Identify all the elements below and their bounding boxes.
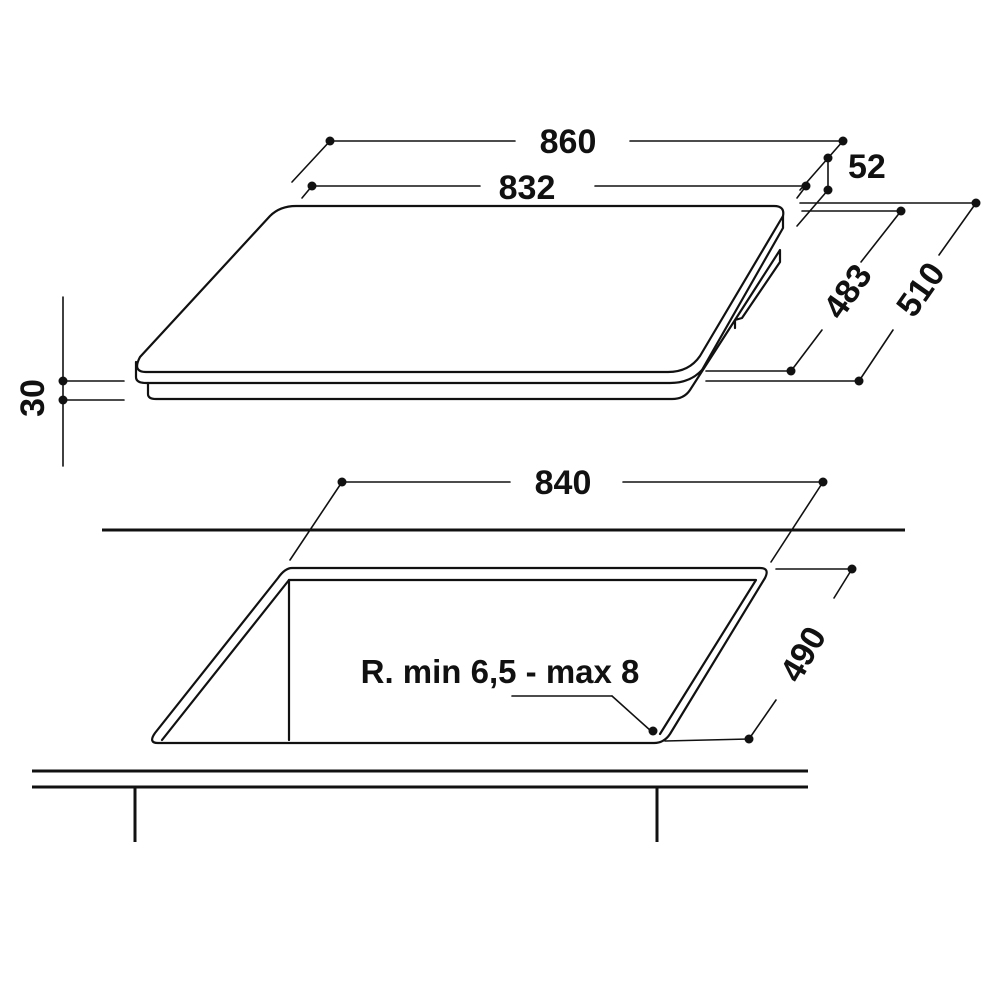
dim-832-label: 832 bbox=[499, 169, 556, 207]
dim-30-label: 30 bbox=[14, 379, 52, 417]
dim-840: 840 bbox=[289, 464, 828, 563]
dim-483-label: 483 bbox=[816, 258, 880, 326]
dim-860-label: 860 bbox=[540, 123, 597, 161]
dim-860: 860 bbox=[291, 123, 848, 183]
cutout-opening bbox=[151, 566, 768, 745]
dim-490-label: 490 bbox=[773, 620, 834, 688]
dim-52-label: 52 bbox=[848, 148, 886, 186]
hob-side-edge bbox=[700, 214, 785, 372]
hob-drawing bbox=[134, 204, 785, 401]
dim-30: 30 bbox=[14, 296, 125, 467]
cutout-outer-edge bbox=[151, 566, 768, 745]
radius-annotation: R. min 6,5 - max 8 bbox=[361, 653, 658, 736]
radius-note: R. min 6,5 - max 8 bbox=[361, 653, 640, 690]
cutout-inner-edge bbox=[287, 578, 758, 736]
dim-840-label: 840 bbox=[535, 464, 592, 502]
cutout-inner-left-edge bbox=[160, 578, 291, 742]
dim-52: 52 bbox=[796, 140, 886, 227]
worktop bbox=[32, 769, 808, 842]
dim-510-label: 510 bbox=[889, 256, 953, 324]
hob-glass-top bbox=[136, 204, 785, 374]
dim-832: 832 bbox=[301, 169, 811, 207]
hob-glass-edge bbox=[134, 360, 704, 385]
dim-483: 483 bbox=[705, 206, 906, 376]
hob-body bbox=[146, 248, 782, 401]
dim-490: 490 bbox=[664, 564, 857, 744]
